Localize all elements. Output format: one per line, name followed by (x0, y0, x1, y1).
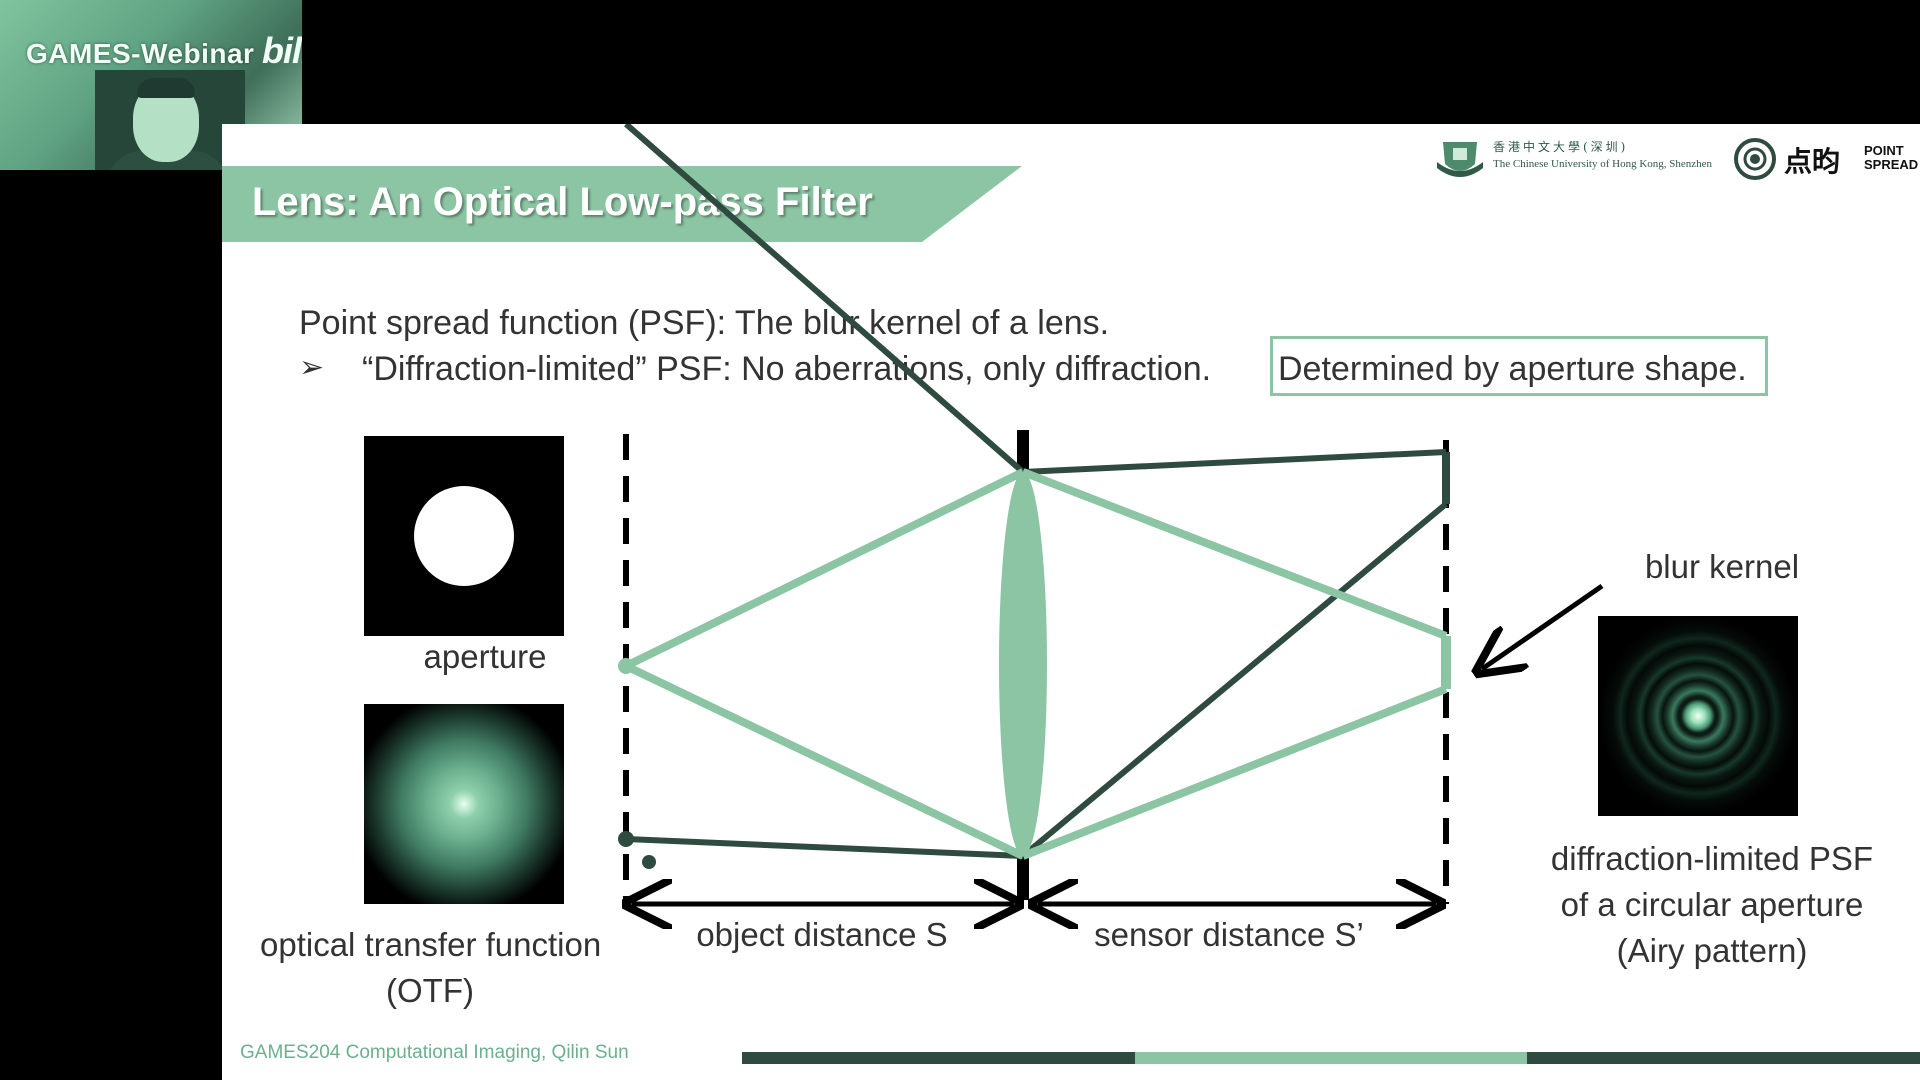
aperture-image (364, 436, 564, 636)
airy-pattern-image (1598, 616, 1798, 816)
bilibili-logo: bilibili (262, 30, 302, 71)
cuhk-english-name: The Chinese University of Hong Kong, She… (1493, 158, 1713, 170)
aperture-disk (414, 486, 514, 586)
title-banner (222, 166, 1022, 242)
dark-object-point (618, 831, 634, 847)
footer-bar-segment-1 (742, 1052, 1135, 1064)
slide-title: Lens: An Optical Low-pass Filter (252, 180, 873, 224)
otf-label-line1: optical transfer function (260, 926, 602, 963)
psf-caption-line2: of a circular aperture (1560, 886, 1864, 923)
bullet-arrow-icon: ➢ (299, 351, 325, 384)
lens-ray-diagram (618, 124, 1604, 1080)
pointspread-chinese-name: 点昀 (1784, 146, 1841, 177)
green-ray-2 (624, 662, 1025, 860)
blur-kernel-arrow (1482, 583, 1604, 669)
dark-ray-3 (1022, 449, 1447, 475)
presentation-slide: Lens: An Optical Low-pass Filter 香港中文大學(… (222, 124, 1920, 1080)
sensor-distance-label: sensor distance S’ (1094, 916, 1364, 953)
highlight-box (1270, 336, 1768, 396)
psf-caption-line1: diffraction-limited PSF (1550, 840, 1874, 877)
green-ray-4 (1021, 685, 1448, 860)
dark-ray-4 (1021, 501, 1448, 859)
otf-image (364, 704, 564, 904)
otf-label-line2: (OTF) (386, 972, 474, 1009)
aperture-label: aperture (423, 638, 547, 675)
pointspread-english-1: POINT (1864, 143, 1904, 158)
footer-bar (742, 1052, 1920, 1064)
cuhk-crest-icon (1437, 142, 1483, 177)
webcam-feed: GAMES-Webinar bilibili (0, 0, 302, 170)
webinar-watermark: GAMES-Webinar (26, 38, 255, 69)
presenter-hair (137, 78, 195, 98)
dark-ray-2 (625, 836, 1024, 859)
psf-caption-line3: (Airy pattern) (1616, 932, 1808, 969)
lens-shape (999, 472, 1047, 856)
dark-ray-1 (624, 124, 1025, 475)
footer-bar-segment-2 (1134, 1052, 1528, 1064)
slide-footer: GAMES204 Computational Imaging, Qilin Su… (240, 1042, 629, 1063)
psf-definition: Point spread function (PSF): The blur ke… (299, 304, 1110, 342)
dark-dot (642, 855, 656, 869)
green-object-point (618, 658, 634, 674)
cuhk-chinese-name: 香港中文大學(深圳) (1493, 140, 1629, 154)
pointspread-english-2: SPREAD (1864, 157, 1919, 172)
footer-bar-segment-3 (1527, 1052, 1920, 1064)
green-ray-1 (624, 468, 1025, 670)
blur-kernel-label: blur kernel (1644, 548, 1800, 585)
pointspread-eye-icon (1734, 138, 1776, 180)
highlighted-text: Determined by aperture shape. (1278, 350, 1747, 388)
bullet-text: “Diffraction-limited” PSF: No aberration… (362, 350, 1212, 388)
green-ray-3 (1021, 468, 1448, 640)
object-distance-label: object distance S (696, 916, 948, 953)
